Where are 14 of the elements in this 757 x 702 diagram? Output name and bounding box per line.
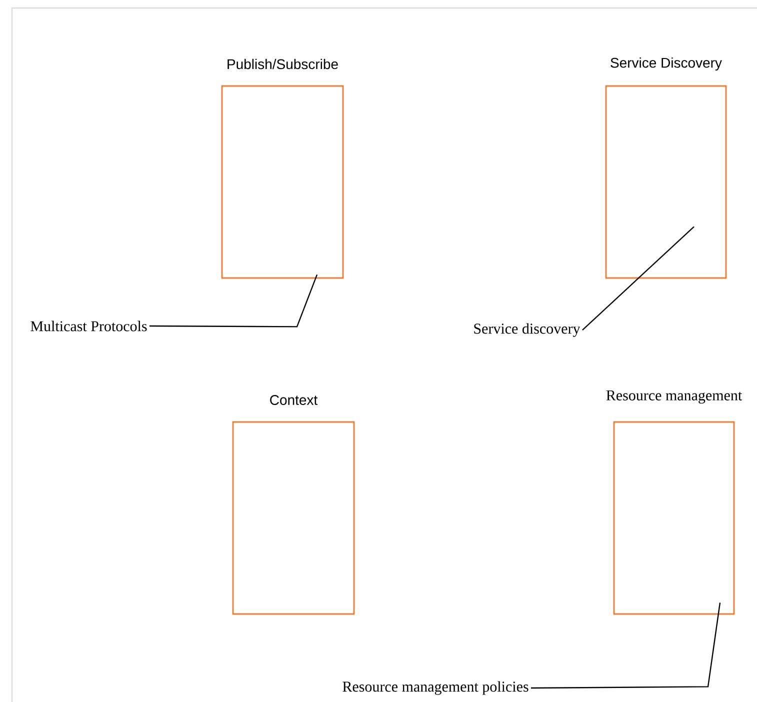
process-box: Publish/Subscribe bbox=[221, 58, 344, 279]
node-label: Context bbox=[270, 395, 318, 405]
label-text: Resource management policies bbox=[342, 681, 528, 695]
node-label: Service Discovery bbox=[610, 57, 722, 71]
leader-line bbox=[531, 602, 721, 689]
label-text: Service discovery bbox=[474, 323, 580, 337]
process-box: Resource management bbox=[606, 390, 742, 615]
leader-line bbox=[582, 226, 694, 330]
leader-line bbox=[149, 274, 318, 328]
process-box: Context bbox=[232, 395, 355, 615]
node-label: Publish/Subscribe bbox=[228, 58, 338, 70]
label-text: Multicast Protocols bbox=[30, 320, 147, 332]
process-box: Service Discovery bbox=[605, 57, 727, 279]
node-label: Resource management bbox=[606, 390, 742, 404]
